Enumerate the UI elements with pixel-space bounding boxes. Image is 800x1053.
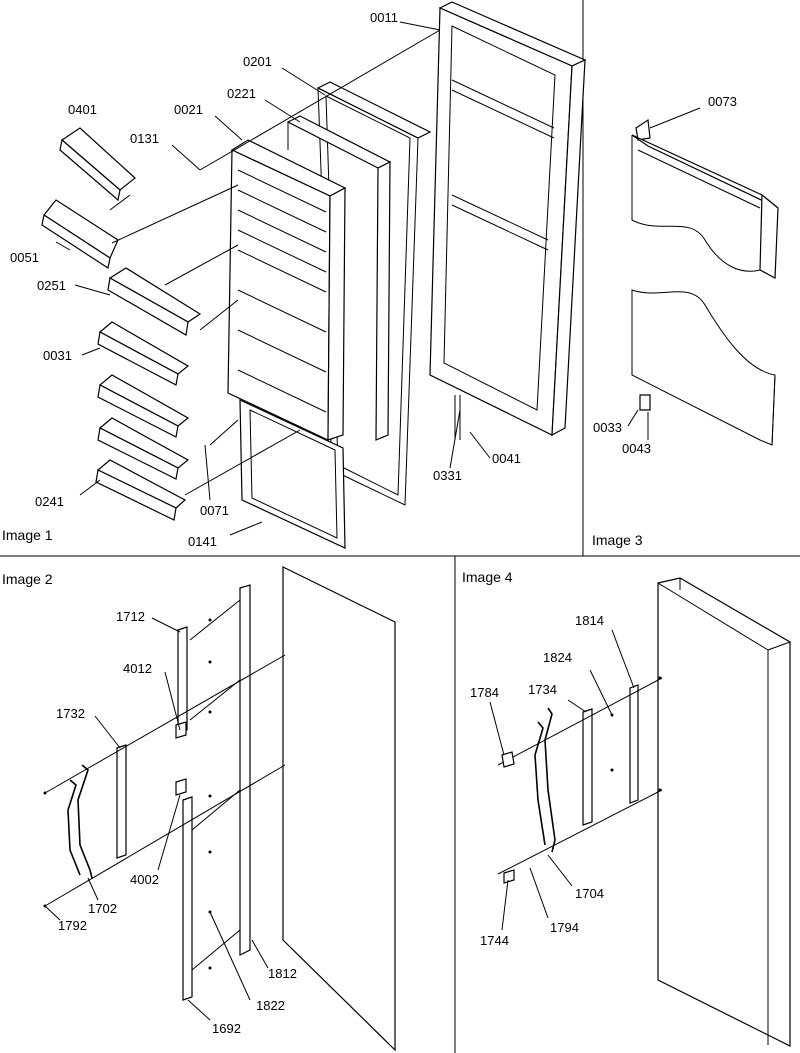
leader-lines-image-2 bbox=[44, 617, 269, 1021]
panel-title-image-2: Image 2 bbox=[2, 571, 53, 587]
part-label-0201: 0201 bbox=[243, 54, 272, 69]
panel-title-image-1: Image 1 bbox=[2, 527, 53, 543]
part-label-0131: 0131 bbox=[130, 131, 159, 146]
part-label-4002: 4002 bbox=[130, 872, 159, 887]
image-2-drawing bbox=[43, 566, 396, 1052]
part-label-1702: 1702 bbox=[88, 901, 117, 916]
outer-door-panel bbox=[429, 1, 587, 440]
image-3-drawing bbox=[627, 107, 779, 446]
part-label-0401: 0401 bbox=[68, 102, 97, 117]
leader-lines-image-4 bbox=[489, 629, 635, 931]
part-label-1712: 1712 bbox=[116, 609, 145, 624]
part-label-1692: 1692 bbox=[212, 1021, 241, 1036]
part-label-1732: 1732 bbox=[56, 706, 85, 721]
bin-0251 bbox=[107, 267, 202, 336]
part-label-0071: 0071 bbox=[200, 503, 229, 518]
part-label-1784: 1784 bbox=[470, 685, 499, 700]
part-label-0031: 0031 bbox=[43, 348, 72, 363]
bin-lower bbox=[97, 417, 190, 480]
part-label-0021: 0021 bbox=[174, 102, 203, 117]
part-label-1734: 1734 bbox=[528, 682, 557, 697]
panel-title-image-3: Image 3 bbox=[592, 532, 643, 548]
part-label-1744: 1744 bbox=[480, 933, 509, 948]
rivet-dots-image-4 bbox=[610, 676, 662, 792]
part-label-1814: 1814 bbox=[575, 613, 604, 628]
bin-0051 bbox=[41, 199, 119, 269]
bin-0241 bbox=[95, 459, 187, 521]
part-label-0141: 0141 bbox=[188, 534, 217, 549]
part-label-1704: 1704 bbox=[575, 886, 604, 901]
leader-lines-image-1 bbox=[55, 21, 491, 536]
image-4-drawing bbox=[489, 577, 791, 1047]
part-label-1812: 1812 bbox=[268, 966, 297, 981]
breaker-strip bbox=[286, 115, 392, 441]
part-label-0043: 0043 bbox=[622, 441, 651, 456]
door-liner bbox=[227, 139, 347, 549]
part-label-0011: 0011 bbox=[370, 10, 398, 25]
part-label-1794: 1794 bbox=[550, 920, 579, 935]
part-label-0251: 0251 bbox=[37, 278, 66, 293]
part-label-1792: 1792 bbox=[58, 918, 87, 933]
bin-0401 bbox=[59, 127, 136, 202]
bin-middle bbox=[97, 374, 190, 438]
part-label-0221: 0221 bbox=[227, 86, 256, 101]
bin-0031 bbox=[97, 321, 190, 386]
part-label-1824: 1824 bbox=[543, 650, 572, 665]
part-label-0241: 0241 bbox=[35, 494, 64, 509]
part-label-0033: 0033 bbox=[593, 420, 622, 435]
part-label-0041: 0041 bbox=[492, 451, 521, 466]
part-label-0073: 0073 bbox=[708, 94, 737, 109]
part-label-0051: 0051 bbox=[10, 250, 39, 265]
part-label-1822: 1822 bbox=[256, 998, 285, 1013]
image-1-drawing bbox=[41, 1, 587, 549]
panel-title-image-4: Image 4 bbox=[462, 569, 513, 585]
part-label-0331: 0331 bbox=[433, 468, 462, 483]
part-label-4012: 4012 bbox=[123, 661, 152, 676]
